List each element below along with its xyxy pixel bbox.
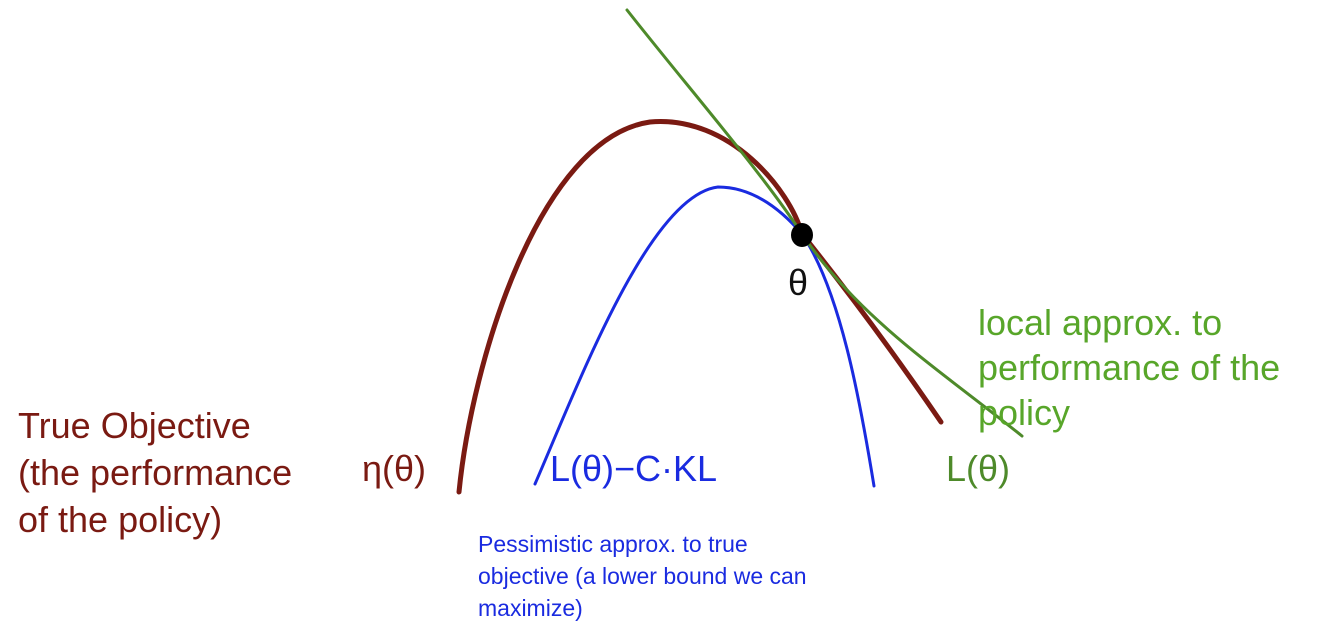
eta-label: η(θ) — [362, 448, 427, 489]
pessimistic-line-1: Pessimistic approx. to true — [478, 531, 748, 557]
local-approx-label: local approx. to performance of the poli… — [978, 300, 1280, 435]
local-approx-line-3: policy — [978, 392, 1071, 433]
lower-bound-label: L(θ)−C·KL — [550, 448, 718, 489]
local-approx-line-1: local approx. to — [978, 302, 1223, 343]
pessimistic-line-3: maximize) — [478, 595, 583, 621]
true-objective-line-1: True Objective — [18, 405, 251, 446]
pessimistic-approx-label: Pessimistic approx. to true objective (a… — [478, 528, 807, 624]
theta-point — [791, 223, 813, 247]
local-approx-curve — [625, 8, 1024, 438]
pessimistic-line-2: objective (a lower bound we can — [478, 563, 807, 589]
true-objective-label: True Objective (the performance of the p… — [18, 402, 292, 543]
theta-label: θ — [788, 262, 809, 303]
local-approx-line-2: performance of the — [978, 347, 1281, 388]
true-objective-line-3: of the policy) — [18, 499, 223, 540]
true-objective-curve — [456, 119, 944, 495]
surrogate-label: L(θ) — [946, 448, 1011, 489]
lower-bound-curve — [533, 185, 876, 488]
true-objective-line-2: (the performance — [18, 452, 293, 493]
